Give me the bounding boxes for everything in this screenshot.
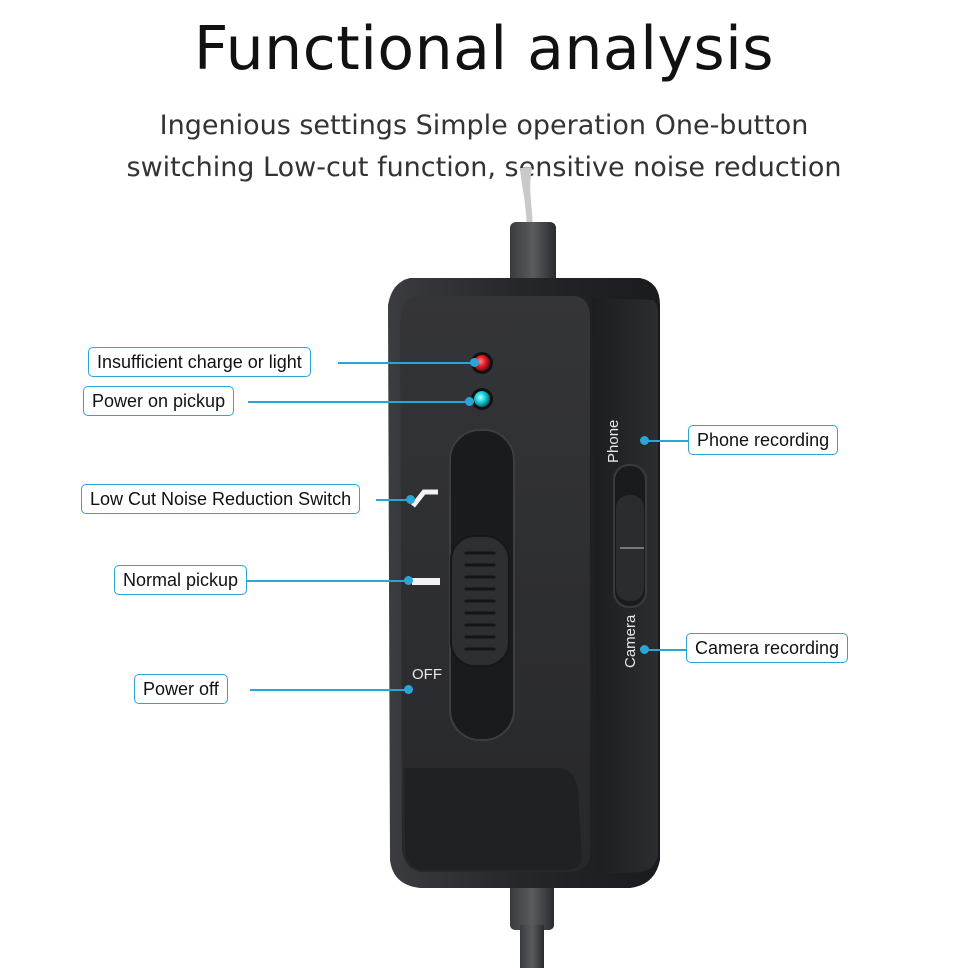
camera-label: Camera: [622, 614, 639, 668]
page-title: Functional analysis: [193, 14, 775, 84]
callout-normal-pickup: Normal pickup: [114, 565, 248, 595]
off-label: OFF: [412, 666, 442, 683]
callout-camera-recording: Camera recording: [686, 633, 849, 663]
callout-power-on-pickup: Power on pickup: [83, 386, 235, 416]
subtitle-line-1: Ingenious settings Simple operation One-…: [159, 110, 809, 141]
camera-recording-dot: [640, 645, 649, 654]
bottom-cable-boot: [510, 880, 554, 930]
normal-pickup-symbol-icon: [412, 578, 440, 585]
power-on-pickup-dot: [465, 397, 474, 406]
callout-low-cut-switch: Low Cut Noise Reduction Switch: [81, 484, 361, 514]
top-cable-boot: [510, 222, 556, 284]
bottom-cable: [520, 925, 544, 968]
low-cut-symbol-icon: [411, 489, 438, 508]
phone-label: Phone: [605, 419, 622, 463]
insufficient-charge-dot: [470, 358, 479, 367]
callout-phone-recording: Phone recording: [688, 425, 839, 455]
device-lower-bevel: [404, 768, 582, 870]
subtitle-line-2: switching Low-cut function, sensitive no…: [126, 152, 842, 183]
callout-power-off: Power off: [134, 674, 228, 704]
top-cable: [520, 168, 533, 230]
phone-recording-dot: [640, 436, 649, 445]
normal-pickup-dot: [404, 576, 413, 585]
low-cut-dot: [406, 495, 415, 504]
power-off-dot: [404, 685, 413, 694]
callout-insufficient-charge: Insufficient charge or light: [88, 347, 311, 377]
